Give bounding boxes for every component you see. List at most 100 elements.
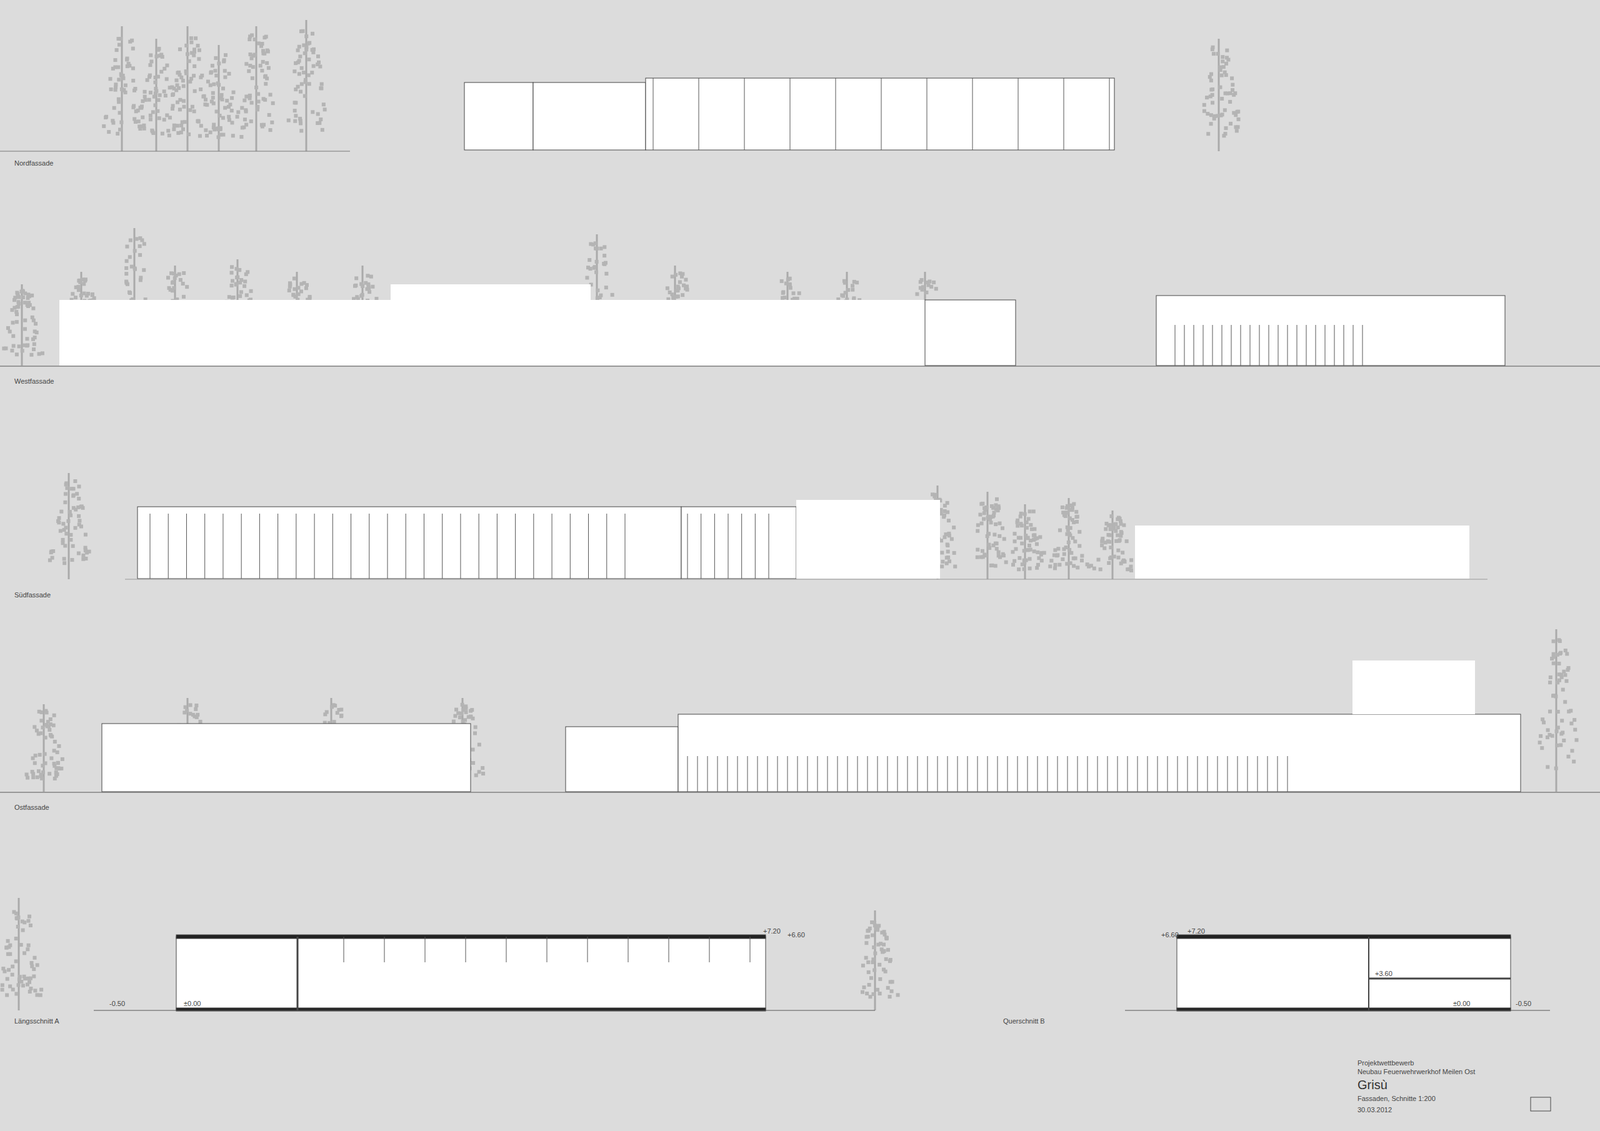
mullion bbox=[1017, 756, 1019, 792]
mullion bbox=[441, 513, 443, 579]
mullion bbox=[1296, 325, 1298, 366]
mullion bbox=[707, 756, 709, 792]
level-mark: ±0.00 bbox=[1453, 1000, 1470, 1009]
mullion bbox=[1250, 325, 1251, 366]
mullion bbox=[927, 756, 929, 792]
mullion bbox=[350, 513, 352, 579]
mullion bbox=[515, 513, 516, 579]
mullion bbox=[1287, 756, 1289, 792]
mullion bbox=[259, 513, 260, 579]
view-title: Nordfassade bbox=[14, 159, 54, 168]
mullion bbox=[277, 513, 279, 579]
tree bbox=[198, 45, 244, 152]
mullion bbox=[887, 756, 889, 792]
mullion bbox=[967, 756, 969, 792]
view-title: Westfassade bbox=[14, 377, 54, 386]
mullion bbox=[1237, 756, 1239, 792]
level-mark: -0.50 bbox=[1515, 1000, 1532, 1009]
tree bbox=[1048, 498, 1094, 580]
view-title: Querschnitt B bbox=[1003, 1017, 1045, 1026]
mullion bbox=[314, 513, 315, 579]
mullion bbox=[1197, 756, 1199, 792]
mullion bbox=[727, 756, 729, 792]
tree bbox=[168, 26, 208, 152]
mullion bbox=[1167, 756, 1169, 792]
mullion bbox=[947, 756, 949, 792]
mullion bbox=[1315, 325, 1317, 366]
mullion bbox=[1077, 756, 1079, 792]
mullion bbox=[1217, 756, 1219, 792]
mullion bbox=[368, 513, 370, 579]
mullion bbox=[625, 513, 626, 579]
mullion bbox=[897, 756, 899, 792]
mullion bbox=[1343, 325, 1345, 366]
mullion bbox=[150, 513, 151, 579]
level-mark: +7.20 bbox=[763, 927, 781, 936]
mullion bbox=[1027, 756, 1029, 792]
mullion bbox=[937, 756, 939, 792]
mullion bbox=[460, 513, 461, 579]
mullion bbox=[496, 513, 498, 579]
tree bbox=[101, 26, 146, 152]
mullion bbox=[714, 513, 715, 579]
mullion bbox=[668, 936, 670, 963]
tree bbox=[286, 20, 327, 152]
mullion bbox=[1227, 756, 1229, 792]
mullion bbox=[423, 513, 425, 579]
mullion bbox=[533, 513, 534, 579]
level-mark: +7.20 bbox=[1187, 927, 1205, 936]
mullion bbox=[1362, 325, 1364, 366]
mullion bbox=[926, 78, 928, 150]
mullion bbox=[728, 513, 729, 579]
mullion bbox=[787, 756, 789, 792]
title-block-text: Neubau Feuerwehrwerkhof Meilen Ost bbox=[1357, 1068, 1475, 1077]
mullion bbox=[1278, 325, 1279, 366]
mullion bbox=[1018, 78, 1019, 150]
mullion bbox=[750, 936, 751, 963]
title-block-text: Fassaden, Schnitte 1:200 bbox=[1357, 1095, 1436, 1104]
tree bbox=[136, 38, 177, 152]
mullion bbox=[1037, 756, 1039, 792]
mullion bbox=[1267, 756, 1269, 792]
mullion bbox=[1207, 756, 1209, 792]
tree bbox=[975, 491, 1009, 580]
tree bbox=[1010, 504, 1046, 580]
mullion bbox=[1157, 756, 1159, 792]
level-mark: +3.60 bbox=[1375, 970, 1393, 979]
mullion bbox=[1268, 325, 1270, 366]
mullion bbox=[204, 513, 205, 579]
mullion bbox=[546, 936, 548, 963]
mullion bbox=[700, 513, 702, 579]
mullion bbox=[478, 513, 480, 579]
mullion bbox=[790, 78, 791, 150]
mullion bbox=[1147, 756, 1149, 792]
mullion bbox=[857, 756, 859, 792]
level-mark: +6.60 bbox=[1161, 931, 1179, 940]
mullion bbox=[687, 513, 689, 579]
mullion bbox=[737, 756, 739, 792]
mullion bbox=[241, 513, 242, 579]
mullion bbox=[222, 513, 224, 579]
tree bbox=[1538, 629, 1579, 792]
mullion bbox=[768, 513, 770, 579]
mullion bbox=[867, 756, 869, 792]
mullion bbox=[797, 756, 799, 792]
mullion bbox=[972, 78, 974, 150]
mullion bbox=[835, 78, 837, 150]
mullion bbox=[1306, 325, 1307, 366]
mullion bbox=[332, 513, 334, 579]
mullion bbox=[1067, 756, 1069, 792]
mullion bbox=[697, 756, 699, 792]
level-mark: ±0.00 bbox=[183, 1000, 201, 1009]
mullion bbox=[1127, 756, 1129, 792]
mullion bbox=[755, 513, 756, 579]
tree bbox=[0, 898, 44, 1011]
mullion bbox=[1057, 756, 1059, 792]
mullion bbox=[881, 78, 882, 150]
mullion bbox=[709, 936, 710, 963]
mullion bbox=[405, 513, 407, 579]
mullion bbox=[1107, 756, 1109, 792]
mullion bbox=[1221, 325, 1223, 366]
tree bbox=[1, 284, 45, 366]
